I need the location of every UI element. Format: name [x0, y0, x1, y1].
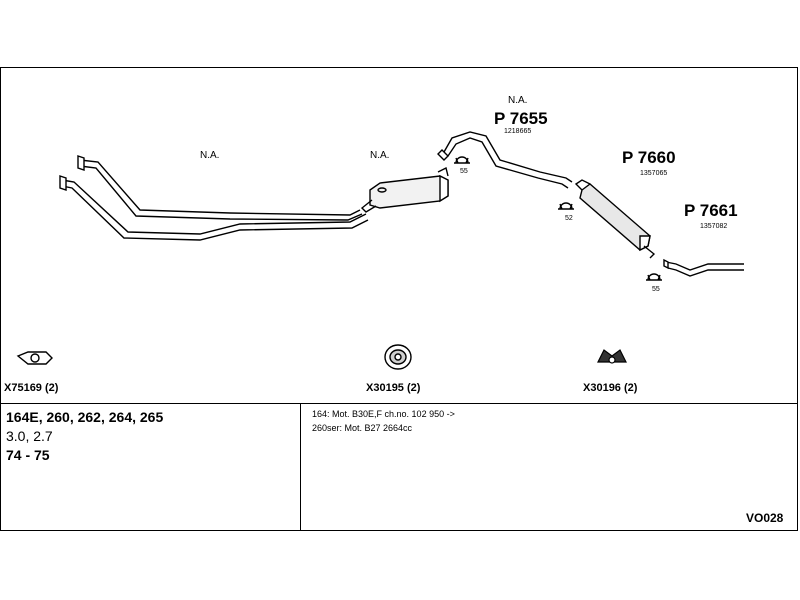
flange-gasket-icon: [16, 351, 53, 365]
middle-muffler-drawing: [360, 166, 449, 213]
exhaust-system-diagram: [16, 131, 744, 370]
clamp-drawing: [558, 202, 574, 210]
clamp-drawing: [454, 156, 470, 164]
catalog-code: VO028: [746, 511, 784, 525]
accessory-code: X30196 (2): [583, 382, 638, 394]
part-number: P 7661: [684, 201, 738, 220]
part-number: P 7655: [494, 109, 548, 128]
clamp-size: 55: [460, 168, 468, 175]
rear-muffler-drawing: [574, 179, 656, 259]
fitment-note: 260ser: Mot. B27 2664cc: [312, 423, 413, 433]
oe-number: 1357082: [700, 223, 728, 230]
engine-sizes: 3.0, 2.7: [6, 428, 53, 444]
clamp-size: 55: [652, 286, 660, 293]
model-years: 74 - 75: [6, 447, 50, 463]
na-label: N.A.: [370, 150, 390, 161]
oe-number: 1357065: [640, 170, 668, 177]
diagram-frame: [0, 67, 798, 531]
rubber-hanger-icon: [597, 349, 627, 364]
accessory-code: X75169 (2): [4, 382, 59, 394]
clamp-drawing: [646, 273, 662, 281]
intermediate-pipe-drawing: [437, 131, 573, 189]
oe-number: 1218665: [504, 128, 532, 135]
sealing-ring-icon: [384, 344, 412, 370]
front-pipe-drawing: [59, 155, 369, 241]
vehicle-models: 164E, 260, 262, 264, 265: [6, 409, 164, 425]
section-divider: [0, 403, 798, 404]
tail-pipe-drawing: [663, 258, 744, 277]
accessory-code: X30195 (2): [366, 382, 421, 394]
fitment-note: 164: Mot. B30E,F ch.no. 102 950 ->: [312, 409, 455, 419]
na-label: N.A.: [200, 150, 220, 161]
column-divider: [300, 403, 301, 531]
part-number: P 7660: [622, 148, 676, 167]
clamp-size: 52: [565, 215, 573, 222]
na-label: N.A.: [508, 95, 528, 106]
